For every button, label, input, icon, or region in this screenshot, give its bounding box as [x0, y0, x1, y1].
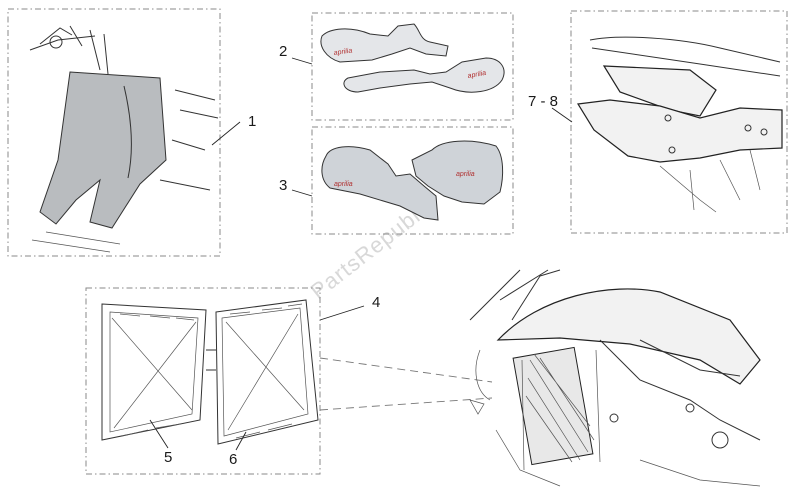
radiator-guard-right-slots	[229, 303, 303, 439]
guard-brand-1: aprilia	[333, 47, 353, 57]
handlebar-lines	[29, 25, 109, 75]
radiator-guard-left-slots	[119, 313, 195, 437]
guard-brand-4: aprilia	[456, 171, 475, 178]
plate-cable	[123, 85, 132, 179]
callout-6: 6	[229, 451, 237, 468]
callout-4: 4	[372, 294, 380, 311]
bike-radiator	[512, 346, 594, 466]
bike-wheel-hint	[469, 349, 491, 415]
bolt-1	[664, 114, 672, 122]
guard-brand-3: aprilia	[334, 181, 353, 188]
radiator-guard-left	[101, 303, 207, 441]
part-box-7-8	[570, 10, 788, 234]
dashed-leader-upper	[319, 357, 493, 383]
leader-7-8	[551, 107, 573, 123]
leader-5	[149, 419, 169, 449]
leader-2	[291, 57, 313, 65]
part-box-3	[311, 126, 514, 235]
upper-side-panel	[602, 65, 717, 117]
part-group-4: 4 5 6	[85, 287, 493, 475]
part-group-2: aprilia aprilia 2	[279, 12, 514, 121]
callout-1: 1	[248, 113, 256, 130]
guard-joint	[206, 349, 216, 371]
hand-guard-right	[343, 57, 505, 93]
callout-5: 5	[164, 449, 172, 466]
lower-side-panel	[577, 99, 783, 163]
part-group-3: aprilia aprilia 3	[279, 126, 514, 235]
part-group-7-8: 7 - 8	[528, 10, 788, 234]
bike-lower-lines	[495, 429, 761, 487]
guard-brand-2: aprilia	[467, 70, 487, 80]
bike-cap	[711, 431, 729, 449]
bike-front-illustration	[469, 269, 761, 487]
bike-bolt-2	[685, 403, 695, 413]
hand-guard-left	[320, 23, 449, 63]
radiator-guard-right	[215, 299, 319, 445]
bolt-4	[668, 146, 676, 154]
leader-3	[291, 189, 313, 197]
bike-radiator-frame	[521, 349, 601, 471]
subframe-lines	[659, 149, 761, 213]
part-group-1: 1	[7, 8, 256, 257]
callout-3: 3	[279, 177, 287, 194]
seat-outline	[589, 36, 781, 77]
leader-6	[235, 431, 247, 451]
callout-2: 2	[279, 43, 287, 60]
hand-guard-shield-left	[321, 146, 439, 221]
bike-body-lines	[599, 339, 761, 441]
frame-lines	[159, 89, 219, 191]
dashed-leader-lower	[319, 397, 493, 411]
radiator-guard-left-inner	[109, 311, 199, 433]
front-number-plate	[39, 71, 167, 229]
radiator-guard-left-cross	[111, 317, 197, 429]
radiator-guard-right-cross	[225, 313, 305, 431]
leader-1	[211, 121, 241, 146]
hand-guard-shield-right	[411, 140, 504, 205]
bike-bolt-1	[609, 413, 619, 423]
fork-lines	[31, 231, 121, 253]
part-box-2	[311, 12, 514, 121]
bolt-2	[744, 124, 752, 132]
callout-7-8: 7 - 8	[528, 93, 558, 110]
lever-pivot	[49, 35, 63, 49]
leader-4	[319, 305, 365, 321]
bolt-3	[760, 128, 768, 136]
bike-radiator-mesh	[525, 353, 595, 463]
bike-fork-lines	[469, 269, 561, 321]
part-box-4	[85, 287, 321, 475]
bike-front-fender	[496, 288, 761, 385]
radiator-guard-right-inner	[221, 307, 309, 437]
